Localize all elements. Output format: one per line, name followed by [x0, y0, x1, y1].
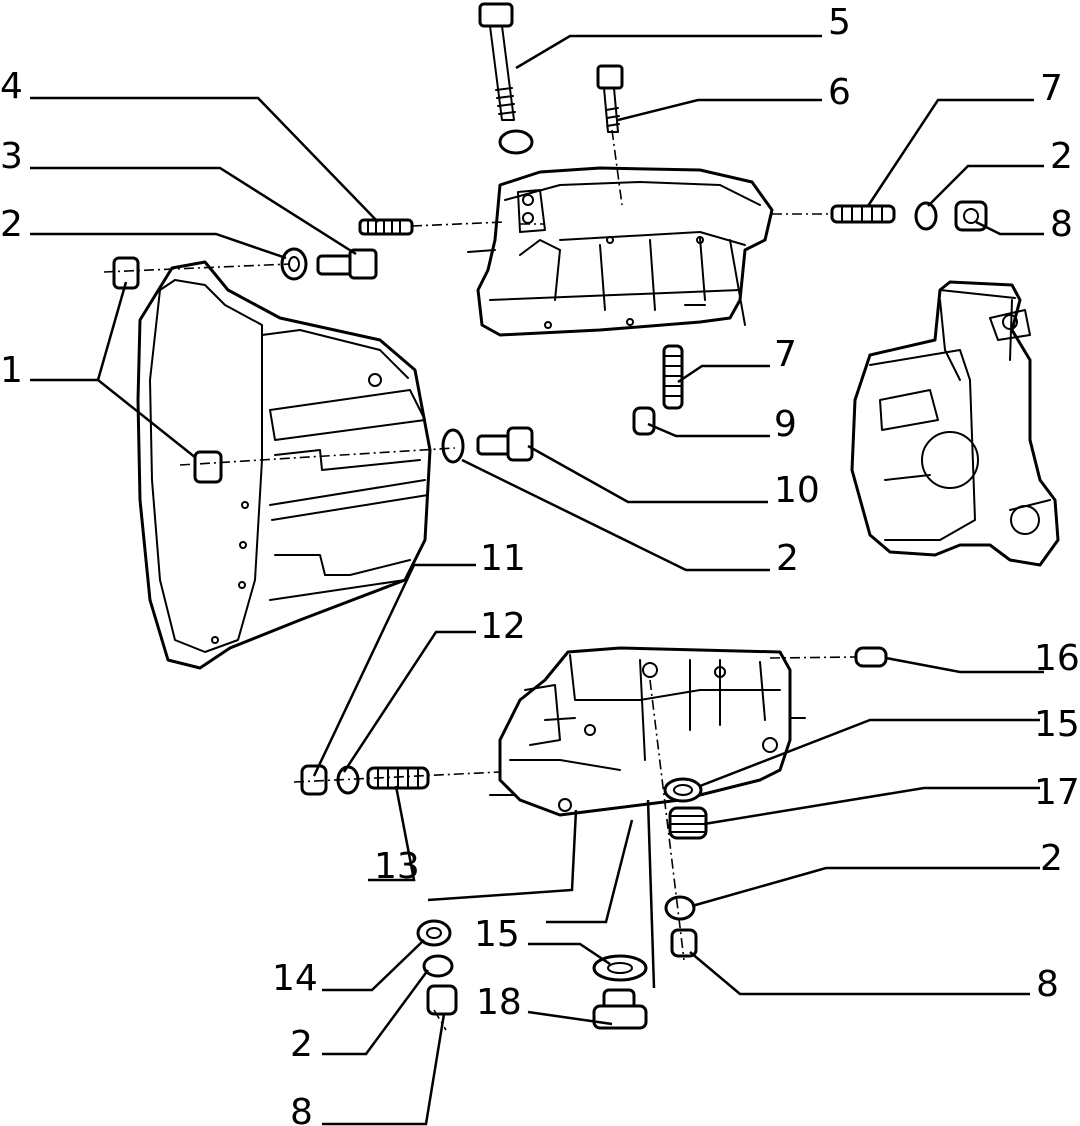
- seal-15-right: [663, 777, 703, 803]
- bolt-5: [478, 2, 534, 155]
- nut-8-lower-right: [670, 928, 698, 958]
- callout-14: 14: [272, 958, 318, 999]
- upper-gearbox-case: [467, 166, 774, 337]
- callout-2-top-left: 2: [0, 204, 23, 245]
- washer-2-right: [914, 201, 938, 231]
- callout-2-mid: 2: [776, 538, 799, 579]
- leader-lines: [30, 34, 1044, 1126]
- plug-17: [668, 806, 708, 840]
- callout-11: 11: [480, 538, 526, 579]
- callout-13: 13: [374, 846, 420, 887]
- nut-8-lower-left: [426, 984, 458, 1016]
- bolt-6: [596, 64, 624, 133]
- callout-2-lower-left: 2: [290, 1024, 313, 1065]
- callout-15-right: 15: [1034, 704, 1080, 745]
- callout-2-lower-right: 2: [1040, 838, 1063, 879]
- callout-16: 16: [1034, 638, 1080, 679]
- callout-18: 18: [476, 982, 522, 1023]
- callout-5: 5: [828, 2, 851, 43]
- callout-6: 6: [828, 72, 851, 113]
- callout-4: 4: [0, 66, 23, 107]
- clutch-housing: [136, 260, 432, 670]
- callout-7-top: 7: [1040, 68, 1063, 109]
- nut-1-bottom: [193, 450, 223, 484]
- callout-9: 9: [774, 404, 797, 445]
- washer-2-lower-right: [664, 895, 696, 921]
- callout-15-lower: 15: [474, 914, 520, 955]
- bolt-3: [316, 248, 378, 280]
- washer-2-lower-left: [422, 954, 454, 978]
- callout-8-top-right: 8: [1050, 204, 1073, 245]
- washer-14: [416, 919, 452, 947]
- pin-9: [632, 406, 656, 436]
- assembly-lines: [103, 129, 857, 1031]
- stud-7-right: [830, 204, 896, 224]
- plug-16: [854, 646, 888, 668]
- callout-8-lower-right: 8: [1036, 964, 1059, 1005]
- callout-1: 1: [0, 350, 23, 391]
- callout-12: 12: [480, 606, 526, 647]
- callout-7-mid: 7: [774, 334, 797, 375]
- callout-8-lower-left: 8: [290, 1092, 313, 1126]
- bolt-10: [441, 426, 534, 464]
- callout-17: 17: [1034, 772, 1080, 813]
- callout-2-top-right: 2: [1050, 136, 1073, 177]
- lower-gearbox-case: [489, 646, 806, 817]
- stud-7-lower: [662, 344, 684, 410]
- nut-11: [300, 764, 328, 796]
- stud-4: [358, 218, 414, 236]
- callout-3: 3: [0, 136, 23, 177]
- differential-housing: [850, 280, 1060, 567]
- nut-1-top: [112, 256, 140, 290]
- callout-10: 10: [774, 470, 820, 511]
